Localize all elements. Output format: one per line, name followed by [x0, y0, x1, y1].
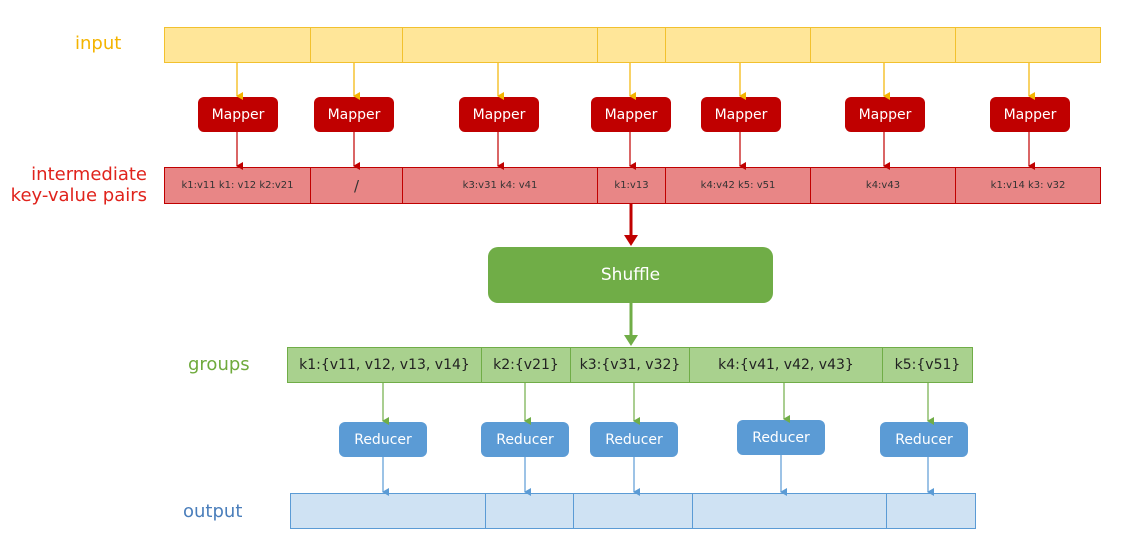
input-row: [164, 27, 1101, 63]
groups-row: k1:{v11, v12, v13, v14} k2:{v21} k3:{v31…: [287, 347, 973, 383]
mapper-5: Mapper: [701, 97, 781, 132]
mapper-7: Mapper: [990, 97, 1070, 132]
group-cell-5: k5:{v51}: [882, 347, 973, 383]
reducer-3: Reducer: [590, 422, 678, 457]
output-label: output: [183, 501, 243, 522]
input-split-5: [665, 27, 811, 63]
mapper-3: Mapper: [459, 97, 539, 132]
mapper-6: Mapper: [845, 97, 925, 132]
intermediate-label-line1: intermediate: [31, 164, 147, 185]
reducer-4: Reducer: [737, 420, 825, 455]
input-split-6: [810, 27, 956, 63]
reducer-2: Reducer: [481, 422, 569, 457]
input-split-3: [402, 27, 598, 63]
output-cell-2: [485, 493, 574, 529]
group-cell-1: k1:{v11, v12, v13, v14}: [287, 347, 482, 383]
intermediate-label-line2: key-value pairs: [10, 184, 147, 206]
reducer-1: Reducer: [339, 422, 427, 457]
mapper-2: Mapper: [314, 97, 394, 132]
mapper-4: Mapper: [591, 97, 671, 132]
input-label: input: [75, 33, 122, 54]
groups-label: groups: [188, 354, 250, 375]
shuffle-box: Shuffle: [488, 247, 773, 303]
reducer-5: Reducer: [880, 422, 968, 457]
mapper-1: Mapper: [198, 97, 278, 132]
output-row: [290, 493, 976, 529]
intermediate-cell-5: k4:v42 k5: v51: [665, 167, 811, 204]
input-split-7: [955, 27, 1101, 63]
intermediate-cell-6: k4:v43: [810, 167, 956, 204]
intermediate-cell-7: k1:v14 k3: v32: [955, 167, 1101, 204]
input-split-1: [164, 27, 311, 63]
group-cell-3: k3:{v31, v32}: [570, 347, 690, 383]
group-cell-2: k2:{v21}: [481, 347, 571, 383]
intermediate-label: intermediate key-value pairs: [0, 164, 147, 206]
group-cell-4: k4:{v41, v42, v43}: [689, 347, 883, 383]
output-cell-5: [886, 493, 976, 529]
output-cell-4: [692, 493, 887, 529]
input-split-2: [310, 27, 403, 63]
